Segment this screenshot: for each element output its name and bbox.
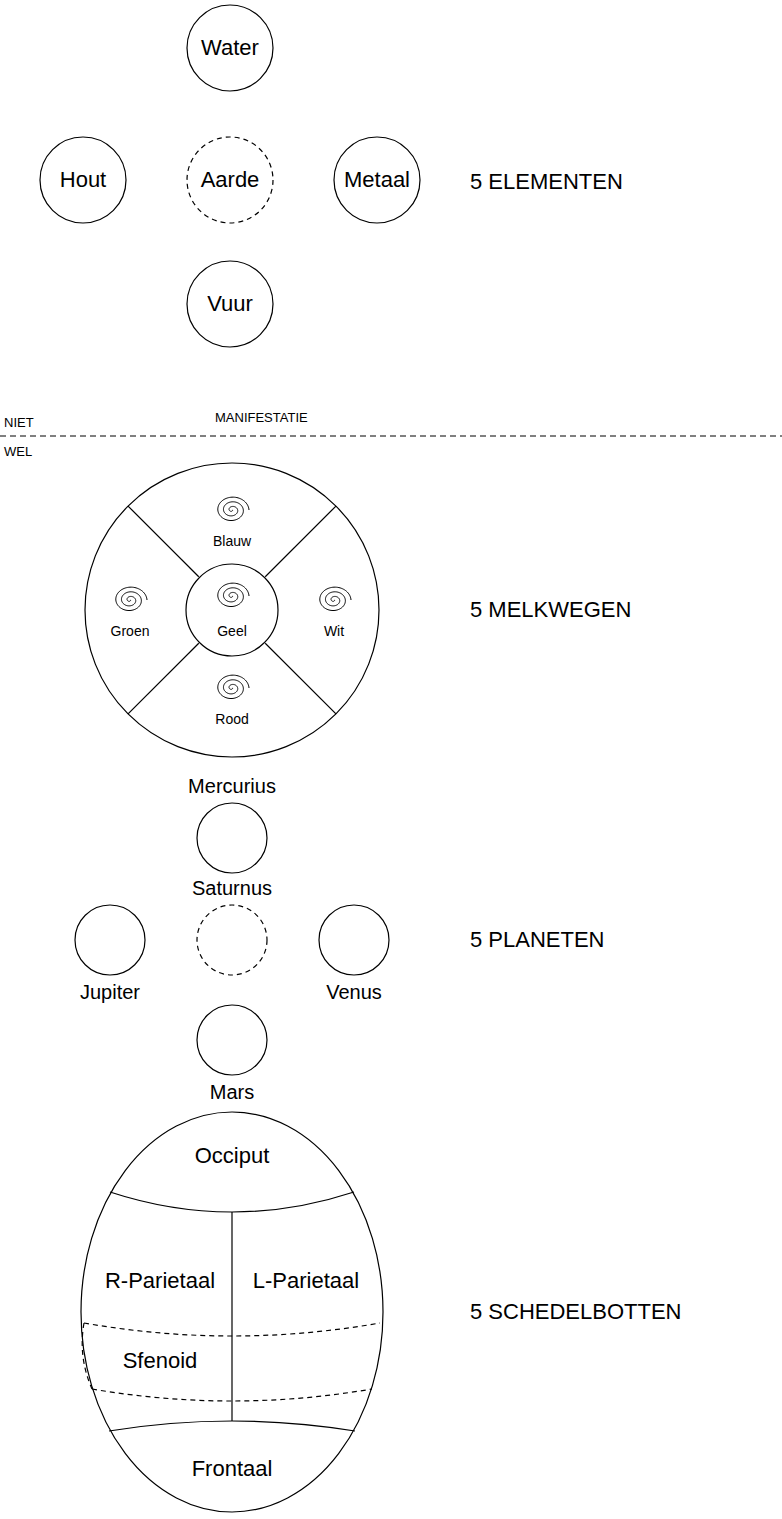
sphenoid-line [82, 1323, 92, 1389]
node-label: Blauw [213, 534, 251, 549]
element-circle: Vuur [186, 260, 274, 348]
planet-circle: Saturnus [196, 904, 268, 976]
circle-shape [40, 137, 126, 223]
circle-outline [318, 904, 390, 976]
divider-label: WEL [4, 445, 32, 459]
circle-outline [196, 802, 268, 874]
sector-line [265, 506, 336, 577]
suture-line [231, 1212, 232, 1421]
node-label: Frontaal [192, 1457, 273, 1481]
node-label: Water [201, 36, 259, 60]
planet-circle: Mars [196, 1004, 268, 1076]
circle-shape [197, 1005, 267, 1075]
node-label: R-Parietaal [105, 1269, 215, 1293]
node-label: Geel [217, 624, 247, 639]
section-label: 5 ELEMENTEN [470, 170, 623, 194]
node-label: Saturnus [192, 877, 272, 899]
node-label: Wit [324, 624, 344, 639]
section-label: 5 MELKWEGEN [470, 598, 631, 622]
circle-shape [75, 905, 145, 975]
node-label: Vuur [207, 292, 253, 316]
circle-shape [187, 261, 273, 347]
suture-line [109, 1421, 355, 1431]
sphenoid-line [92, 1389, 372, 1401]
galaxy-hub: Geel [185, 563, 279, 657]
divider-label: MANIFESTATIE [215, 411, 308, 425]
node-label: Metaal [344, 168, 410, 192]
galaxy-spiral [218, 675, 249, 698]
circle-shape [186, 564, 278, 656]
element-circle: Hout [39, 136, 127, 224]
circle-shape [334, 137, 420, 223]
section-label: 5 SCHEDELBOTTEN [470, 1300, 682, 1324]
planet-circle: Mercurius [196, 802, 268, 874]
galaxy-spiral [218, 497, 249, 520]
node-label: Groen [111, 624, 150, 639]
skull-outline: OcciputR-Parietaal L-ParietaalSfenoidFron… [80, 1111, 384, 1513]
divider-label: NIET [4, 416, 34, 430]
node-label: Sfenoid [123, 1349, 198, 1373]
sector-line [128, 506, 199, 577]
node-label: Venus [326, 981, 382, 1003]
galaxy-wheel: BlauwGroen WitRood Geel [84, 462, 380, 758]
node-label: L-Parietaal [253, 1269, 359, 1293]
element-circle: Metaal [333, 136, 421, 224]
node-label: Aarde [201, 168, 260, 192]
node-label: Mercurius [188, 775, 276, 797]
circle-shape [85, 463, 379, 757]
galaxy-spiral [218, 583, 249, 606]
wheel-outline [185, 563, 279, 657]
circle-shape [197, 803, 267, 873]
sphenoid-line [84, 1323, 380, 1336]
suture-line [110, 1192, 354, 1212]
node-label: Jupiter [80, 981, 140, 1003]
separator-line [0, 436, 782, 437]
node-label: Rood [215, 712, 248, 727]
galaxy-spiral [320, 587, 351, 610]
sector-line [128, 643, 199, 714]
element-circle: Water [186, 4, 274, 92]
circle-shape [187, 5, 273, 91]
circle-shape [197, 905, 267, 975]
planet-circle: Venus [318, 904, 390, 976]
node-label: Mars [210, 1081, 254, 1103]
node-label: Hout [60, 168, 106, 192]
skull-drawing [80, 1111, 384, 1513]
node-label: Occiput [195, 1144, 270, 1168]
skull-ellipse [81, 1112, 383, 1512]
circle-outline [196, 1004, 268, 1076]
section-label: 5 PLANETEN [470, 928, 605, 952]
circle-outline [196, 904, 268, 976]
circle-shape [187, 137, 273, 223]
element-circle: Aarde [186, 136, 274, 224]
circle-shape [319, 905, 389, 975]
planet-circle: Jupiter [74, 904, 146, 976]
sector-line [265, 643, 336, 714]
galaxy-spiral [116, 587, 147, 610]
circle-outline [74, 904, 146, 976]
